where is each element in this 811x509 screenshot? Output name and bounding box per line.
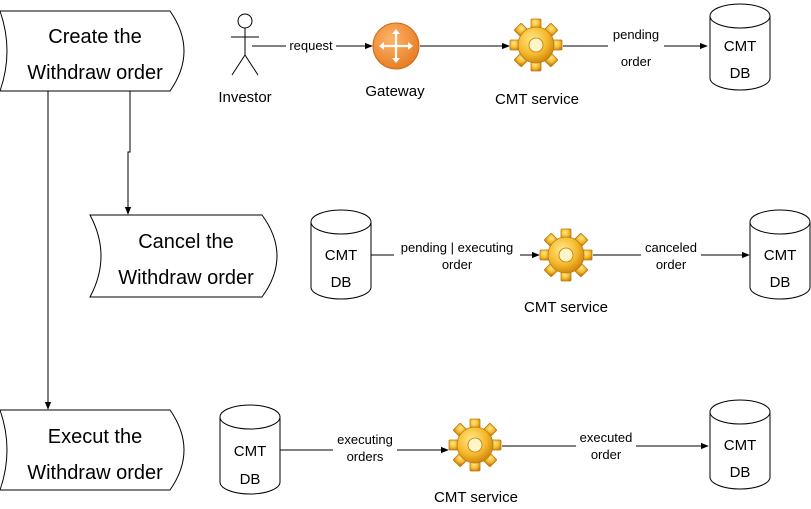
cmt-service-gear-icon-3 [448,418,502,472]
investor-actor: Investor [218,13,272,106]
edge-exec-out-line1: executed [580,430,633,445]
investor-label: Investor [218,89,271,106]
db-1-line2: DB [730,65,751,82]
cmt-service-label-3: CMT service [434,489,518,506]
edge-exec-out-line2: order [591,447,622,462]
step-execute-line1: Execut the [48,426,143,448]
step-execute-line2: Withdraw order [27,462,163,484]
db-5-line2: DB [730,464,751,481]
step-create-line2: Withdraw order [27,62,163,84]
edge-exec-in-line1: executing [337,432,393,447]
gateway-icon [372,22,420,70]
db-3-line2: DB [770,274,791,291]
cmt-db-5: CMT DB [709,399,771,490]
edge-cancel-out-line2: order [656,257,687,272]
db-2-line1: CMT [325,247,358,264]
cmt-db-3: CMT DB [749,209,811,300]
edge-request-label: request [289,38,333,53]
cmt-db-2: CMT DB [310,209,372,300]
step-cancel-line2: Withdraw order [118,267,254,289]
db-4-line2: DB [240,471,261,488]
cmt-service-label-1: CMT service [495,91,579,108]
edge-exec-in-line2: orders [347,449,384,464]
cmt-db-4: CMT DB [219,404,281,495]
cmt-service-gear-icon [509,18,563,72]
db-1-line1: CMT [724,38,757,55]
edge-create-to-cancel [124,91,132,215]
step-execute: Execut the Withdraw order [0,409,185,491]
step-cancel-line1: Cancel the [138,231,234,253]
db-2-line2: DB [331,274,352,291]
db-3-line1: CMT [764,247,797,264]
step-create: Create the Withdraw order [0,10,185,92]
edge-cancel-out-line1: canceled [645,240,697,255]
step-cancel: Cancel the Withdraw order [89,214,278,298]
cmt-db-1: CMT DB [709,3,771,91]
cmt-service-gear-icon-2 [539,228,593,282]
edge-cancel-in-line1: pending | executing [401,240,514,255]
edge-pending-line1: pending [613,27,659,42]
cmt-service-label-2: CMT service [524,299,608,316]
db-5-line1: CMT [724,437,757,454]
edge-pending-line2: order [621,54,652,69]
step-create-line1: Create the [48,26,141,48]
gateway-label: Gateway [365,83,425,100]
db-4-line1: CMT [234,443,267,460]
edge-cancel-in-line2: order [442,257,473,272]
